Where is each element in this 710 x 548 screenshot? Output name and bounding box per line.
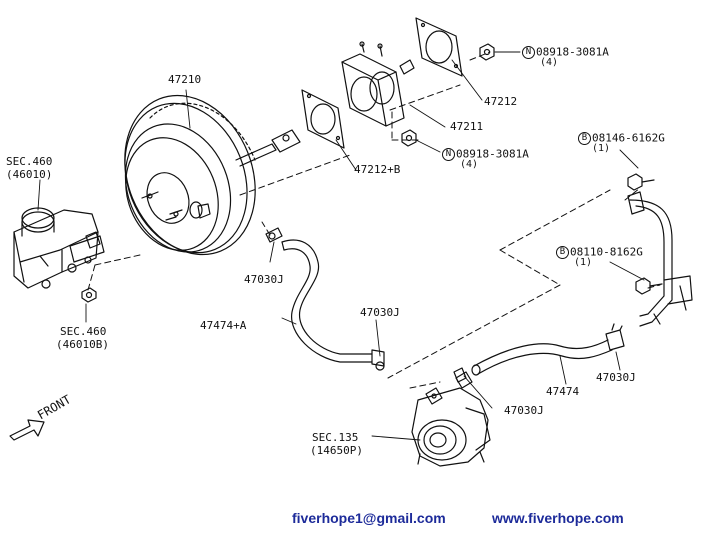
leader-lines — [37, 51, 645, 441]
bolt-symbol-icon: B — [578, 132, 591, 145]
gasket-b — [301, 89, 345, 149]
label-clamp-4: 47030J — [596, 371, 636, 384]
label-sec460-top-2: (46010) — [6, 168, 53, 181]
front-arrow — [9, 419, 45, 441]
bolt-mid-code: 08110-8162G — [570, 245, 643, 259]
label-clamp-3: 47030J — [504, 404, 544, 417]
dashed-guides — [87, 51, 661, 389]
label-gasket-b: 47212+B — [354, 163, 401, 176]
footer-website: www.fiverhope.com — [492, 510, 624, 526]
bolt-top — [627, 173, 655, 191]
nut-symbol-icon: N — [522, 46, 535, 59]
nut-symbol-icon: N — [442, 148, 455, 161]
label-sec460-bottom-2: (46010B) — [56, 338, 109, 351]
vacuum-pipe — [627, 191, 693, 327]
gasket-a — [415, 17, 463, 77]
label-gasket-a: 47212 — [484, 95, 518, 108]
vacuum-pump — [411, 371, 491, 467]
label-hose: 47474 — [546, 385, 580, 398]
label-clamp-1: 47030J — [244, 273, 284, 286]
hose — [471, 323, 625, 376]
label-bolt-mid-qty: (1) — [574, 257, 593, 268]
nut-mid — [401, 129, 417, 147]
nut-top — [479, 43, 495, 61]
label-nut-mid-qty: (4) — [460, 159, 479, 170]
mc-nut — [81, 287, 97, 303]
bolt-symbol-icon: B — [556, 246, 569, 259]
hose-a — [265, 227, 385, 371]
footer-email: fiverhope1@gmail.com — [292, 510, 446, 526]
bolt-top-code: 08146-6162G — [592, 131, 665, 145]
label-booster: 47210 — [168, 73, 202, 86]
bolt-mid — [635, 277, 663, 295]
label-nut-top-qty: (4) — [540, 57, 559, 68]
brake-booster — [124, 94, 301, 256]
nut-top-code: 08918-3081A — [536, 45, 609, 59]
label-hose-a: 47474+A — [200, 319, 247, 332]
spacer — [341, 41, 415, 127]
label-sec135-2: (14650P) — [310, 444, 363, 457]
label-sec460-bottom-1: SEC.460 — [60, 325, 107, 338]
label-clamp-2: 47030J — [360, 306, 400, 319]
label-sec135-1: SEC.135 — [312, 431, 359, 444]
master-cylinder — [13, 207, 105, 289]
label-spacer: 47211 — [450, 120, 484, 133]
label-sec460-top-1: SEC.460 — [6, 155, 53, 168]
nut-mid-code: 08918-3081A — [456, 147, 529, 161]
label-bolt-top-qty: (1) — [592, 143, 611, 154]
